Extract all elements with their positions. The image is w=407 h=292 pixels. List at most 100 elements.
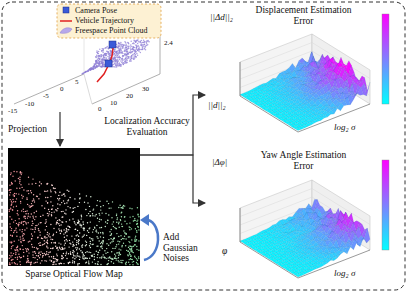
flow-point [51,184,52,185]
cloud-point [103,66,105,68]
flow-point [134,218,135,219]
flow-point [97,263,98,264]
flow-point [24,216,25,217]
cloud-point [105,54,107,56]
cloud-point [120,44,122,46]
grid-line [240,43,370,79]
flow-point [32,205,33,206]
cloud-point [93,67,95,69]
flow-point [78,219,79,220]
cloud-point [96,52,98,54]
cloud-point [110,50,112,52]
flow-point [58,195,59,196]
flow-point [113,226,114,227]
flow-point [55,209,56,210]
flow-point [134,244,135,245]
flow-point [21,195,22,196]
flow-point [9,264,10,265]
flow-point [120,254,121,255]
flow-point [89,215,90,216]
cloud-point [94,65,96,67]
cloud-point [138,41,140,43]
flow-point [39,185,40,186]
flow-point [38,223,39,224]
flow-point [45,200,46,201]
flow-point [123,243,124,244]
flow-point [23,189,24,190]
flow-point [17,210,18,211]
flow-point [129,259,130,260]
cloud-point [133,47,135,49]
flow-point [135,236,136,237]
flow-point [83,228,84,229]
cloud-point [131,51,133,53]
flow-point [51,208,52,209]
flow-point [65,232,66,233]
flow-point [62,222,63,223]
flow-point [20,242,21,243]
cloud-point [135,40,137,42]
flow-point [45,219,46,220]
cloud-point [88,69,90,71]
flow-point [27,258,28,259]
flow-point [82,258,83,259]
flow-point [53,228,54,229]
flow-point [62,216,63,217]
flow-point [15,252,16,253]
cloud-point [121,50,123,52]
cloud-point [95,61,97,63]
flow-point [114,238,115,239]
flow-point [56,248,57,249]
flow-point [70,207,71,208]
flow-point [108,214,109,215]
flow-point [85,258,86,259]
flow-point [40,251,41,252]
flow-point [47,202,48,203]
flow-point [9,185,10,186]
cloud-point [106,53,108,55]
flow-point [78,221,79,222]
flow-point [31,206,32,207]
cloud-point [124,41,126,43]
flow-point [41,238,42,239]
flow-point [28,177,29,178]
flow-point [91,255,92,256]
flow-point [126,262,127,263]
flow-point [39,257,40,258]
flow-point [11,228,12,229]
flow-point [51,261,52,262]
flow-point [83,230,84,231]
cloud-point [123,59,125,61]
flow-point [41,205,42,206]
flow-point [69,240,70,241]
cloud-point [120,42,122,44]
flow-point [47,190,48,191]
flow-point [136,224,137,225]
flow-point [39,245,40,246]
flow-point [84,257,85,258]
flow-point [51,209,52,210]
cloud-point [89,69,91,71]
cloud-point [121,52,123,54]
cloud-point [130,60,132,62]
cloud-point [128,53,130,55]
cloud-point [98,63,100,65]
legend-cloud-icon [60,28,72,34]
cloud-point [114,60,116,62]
flow-point [32,251,33,252]
cloud-point [96,56,98,58]
flow-point [113,238,114,239]
flow-point [66,230,67,231]
flow-point [68,253,69,254]
flow-point [82,236,83,237]
cloud-point [116,65,118,67]
flow-point [61,255,62,256]
flow-point [124,236,125,237]
flow-point [125,245,126,246]
flow-point [28,241,29,242]
cloud-point [131,56,133,58]
flow-point [18,224,19,225]
flow-point [30,264,31,265]
cloud-point [116,64,118,66]
flow-point [50,251,51,252]
